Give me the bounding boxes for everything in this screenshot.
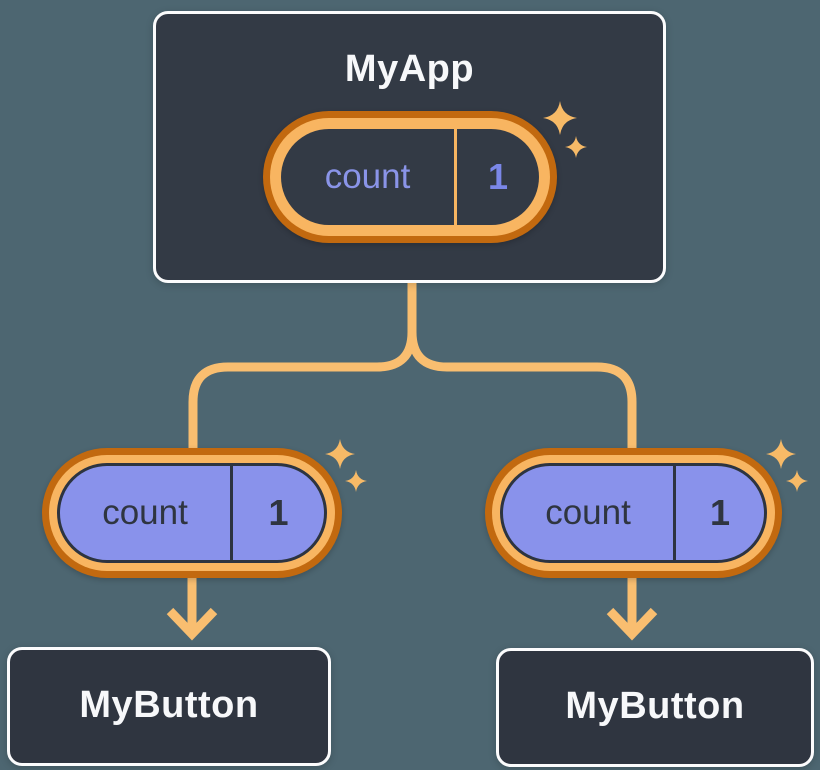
prop-value: 1: [268, 492, 289, 533]
component-box-myapp: MyApp count 1: [153, 11, 666, 283]
prop-name: count: [545, 493, 631, 532]
prop-pill-ring: count 1: [492, 455, 775, 571]
prop-name: count: [102, 493, 188, 532]
prop-value: 1: [709, 492, 731, 533]
prop-pill-left: count 1: [42, 448, 342, 578]
state-value: 1: [487, 156, 509, 197]
pill-divider: [454, 129, 457, 225]
arrow-down-right-icon: [606, 576, 658, 641]
component-box-mybutton-right: MyButton: [496, 648, 814, 767]
component-title: MyApp: [344, 48, 475, 90]
pill-divider: [673, 466, 676, 560]
component-title: MyButton: [565, 684, 745, 727]
prop-pill-ring: count 1: [49, 455, 335, 571]
arrow-down-left-icon: [166, 576, 218, 641]
connector-branch-right: [407, 283, 637, 452]
connector-branch-left: [188, 283, 417, 452]
pill-divider: [230, 466, 233, 560]
component-title: MyButton: [79, 683, 259, 726]
state-name: count: [324, 157, 411, 196]
state-pill-body: count 1: [281, 129, 539, 225]
prop-pill-right: count 1: [485, 448, 782, 578]
component-box-mybutton-left: MyButton: [7, 647, 331, 766]
state-pill: count 1: [263, 111, 557, 243]
prop-pill-body: count 1: [500, 463, 767, 563]
state-pill-ring: count 1: [270, 118, 550, 236]
prop-pill-body: count 1: [57, 463, 327, 563]
